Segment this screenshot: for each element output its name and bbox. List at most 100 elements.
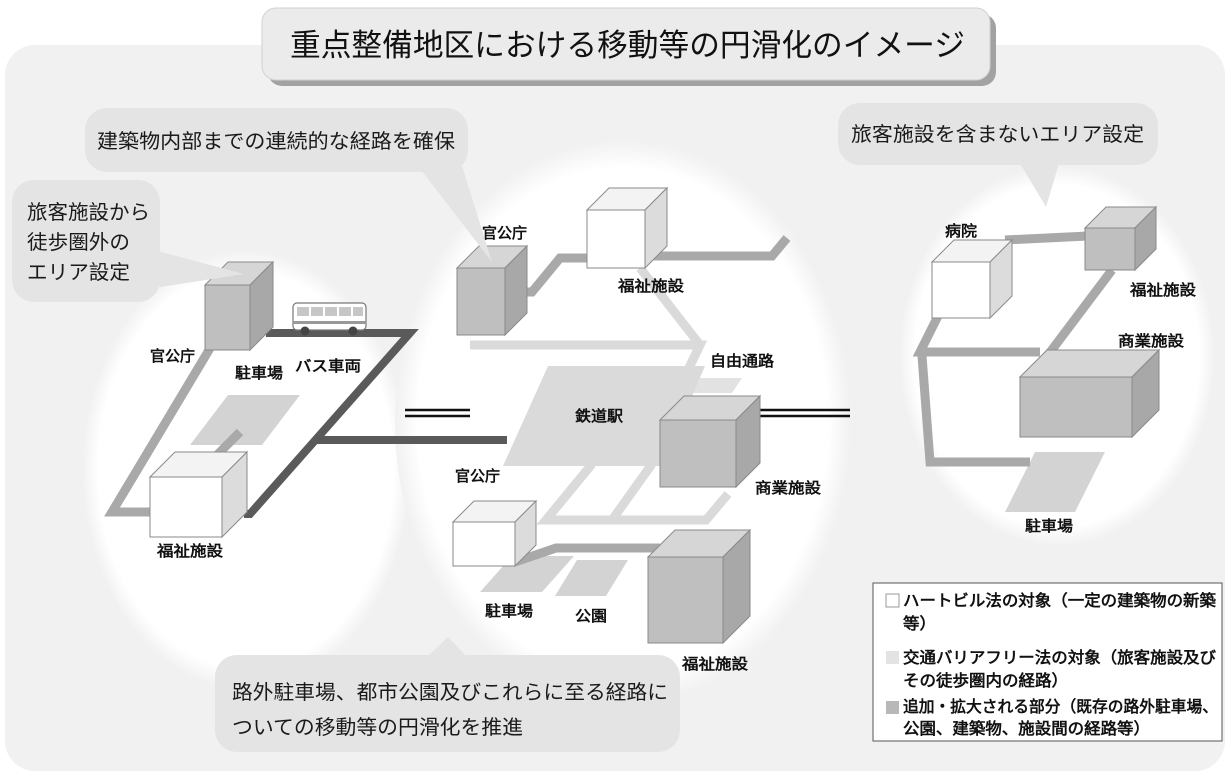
callout-outside-walking-area: 旅客施設から 徒歩圏外の エリア設定 <box>12 180 244 302</box>
legend-text-barrier-free-line-1: 交通バリアフリー法の対象（旅客施設及び <box>903 648 1217 667</box>
cube-front-face <box>456 267 506 336</box>
bus-wheel <box>348 326 358 336</box>
callout-pointer <box>1018 160 1060 207</box>
callout-box <box>85 108 468 172</box>
label-welfare-facility-left: 福祉施設 <box>156 542 224 560</box>
label-commercial-facility-center: 商業施設 <box>755 479 822 497</box>
bus-window <box>311 307 323 316</box>
cube-side-face <box>249 260 274 352</box>
callout-text-line-3: エリア設定 <box>27 260 130 284</box>
route-right-middle <box>912 309 1040 357</box>
cube-welfare-facility-center-lower <box>646 528 752 645</box>
cube-welfare-facility-left <box>148 450 249 539</box>
parking-lot-center <box>480 556 574 592</box>
bus-stripe <box>293 321 366 324</box>
callout-text-line-2: ついての移動等の円滑化を推進 <box>232 715 523 739</box>
bus-wheel <box>300 326 310 336</box>
cube-side-face <box>735 394 761 489</box>
legend-swatch-barrier-free <box>886 651 899 664</box>
cube-commercial-facility-right <box>1018 348 1161 439</box>
callout-pointer <box>418 166 492 262</box>
callout-continuous-route: 建築物内部までの連続的な経路を確保 <box>85 108 492 262</box>
route-right-top <box>1004 231 1089 245</box>
label-government-office-center-lower: 官公庁 <box>455 467 500 485</box>
label-commercial-facility-right: 商業施設 <box>1118 332 1185 350</box>
park-shape <box>555 560 628 596</box>
callout-non-passenger-area: 旅客施設を含まないエリア設定 <box>838 103 1158 207</box>
legend-text-heartbuilding-line-1: ハートビル法の対象（一定の建築物の新築 <box>903 591 1217 610</box>
cube-side-face <box>504 244 528 337</box>
bus-icon <box>292 302 367 336</box>
route-right-lower <box>917 355 1030 467</box>
label-parking-center: 駐車場 <box>485 602 533 620</box>
route-center-lower-added <box>513 543 660 567</box>
route-right-diagonal <box>1044 267 1116 358</box>
label-station: 鉄道駅 <box>575 407 624 425</box>
callout-pointer <box>154 250 244 288</box>
callout-parking-and-parks: 路外駐車場、都市公園及びこれらに至る経路に ついての移動等の円滑化を推進 <box>215 637 680 752</box>
cube-side-face <box>722 528 751 645</box>
label-free-passage: 自由通路 <box>710 352 775 370</box>
legend-box <box>872 582 1223 742</box>
label-parking-right: 駐車場 <box>1025 517 1073 535</box>
cube-side-face <box>644 186 668 270</box>
callout-box <box>12 180 160 302</box>
cube-side-face <box>989 238 1013 320</box>
label-hospital: 病院 <box>945 222 977 240</box>
cube-front-face <box>1019 376 1133 438</box>
cube-front-face <box>586 209 646 269</box>
label-park: 公園 <box>575 607 607 625</box>
bus-window <box>339 307 351 316</box>
label-welfare-facility-center-upper: 福祉施設 <box>617 277 685 295</box>
bus-window <box>297 307 309 316</box>
cube-welfare-facility-center-upper <box>585 186 669 270</box>
cube-side-face <box>514 499 537 568</box>
label-welfare-facility-center-lower: 福祉施設 <box>681 655 749 673</box>
title-box-face <box>261 7 991 81</box>
cube-front-face <box>647 556 724 644</box>
callout-pointer <box>424 637 470 660</box>
cube-front-face <box>931 261 991 319</box>
title-box: 重点整備地区における移動等の円滑化のイメージ <box>261 7 996 86</box>
bus-window <box>353 307 363 316</box>
cube-front-face <box>452 521 516 567</box>
callout-box <box>838 103 1158 165</box>
cube-government-office-center-lower <box>451 499 538 568</box>
cube-welfare-facility-right <box>1083 205 1158 272</box>
cube-front-face <box>149 476 223 538</box>
cube-commercial-facility-center <box>658 394 762 489</box>
route-center-lower-light <box>536 461 732 525</box>
label-parking-left: 駐車場 <box>235 364 283 382</box>
callout-text: 建築物内部までの連続的な経路を確保 <box>97 129 455 153</box>
legend-text-heartbuilding-line-2: 等） <box>902 614 936 633</box>
cube-front-face <box>1084 227 1136 271</box>
bus-window <box>325 307 337 316</box>
route-center-upper-added-right <box>645 235 791 261</box>
callout-text-line-1: 路外駐車場、都市公園及びこれらに至る経路に <box>232 680 668 704</box>
legend-swatch-heartbuilding <box>885 593 900 608</box>
cube-hospital-right <box>930 238 1014 320</box>
route-left-added <box>104 342 216 517</box>
free-passage-shape <box>690 378 742 393</box>
label-welfare-facility-right: 福祉施設 <box>1129 281 1197 299</box>
legend: ハートビル法の対象（一定の建築物の新築 等） 交通バリアフリー法の対象（旅客施設… <box>872 582 1223 742</box>
callout-text-line-1: 旅客施設から <box>27 200 150 224</box>
parking-lot-right <box>1005 452 1105 512</box>
legend-text-added-line-2: 公園、建築物、施設間の経路等） <box>903 719 1150 738</box>
callout-text: 旅客施設を含まないエリア設定 <box>851 122 1144 146</box>
cube-side-face <box>1134 205 1157 272</box>
cube-government-office-center-upper <box>455 244 529 337</box>
route-center-lower-light-diagonal <box>608 461 656 523</box>
label-bus: バス車両 <box>295 357 361 375</box>
cube-side-face <box>1131 348 1160 439</box>
parking-lot-left <box>190 395 300 445</box>
legend-text-added-line-1: 追加・拡大される部分（既存の路外駐車場、 <box>903 697 1218 716</box>
label-government-office-left: 官公庁 <box>150 347 195 365</box>
callout-text-line-2: 徒歩圏外の <box>27 230 130 254</box>
cube-front-face <box>204 284 251 351</box>
page-title: 重点整備地区における移動等の円滑化のイメージ <box>290 28 965 64</box>
label-government-office-center-upper: 官公庁 <box>482 224 527 242</box>
callout-box <box>215 655 680 752</box>
cube-front-face <box>659 419 737 488</box>
